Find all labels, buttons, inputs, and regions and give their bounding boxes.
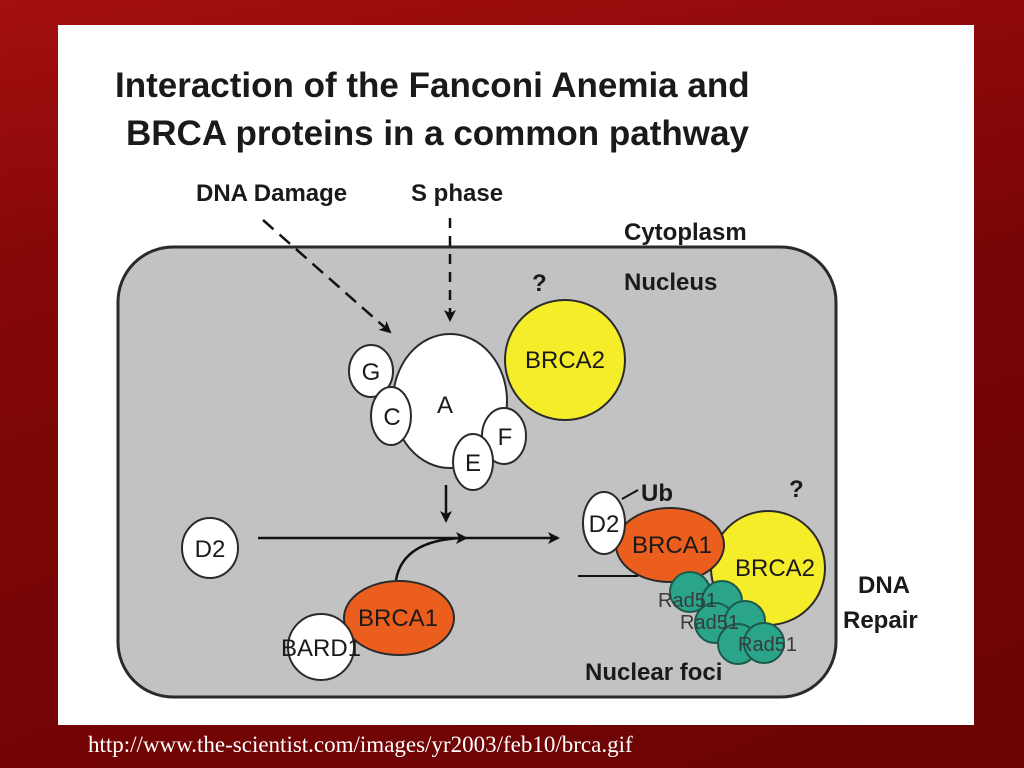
brca1-left-label: BRCA1 [358, 605, 438, 632]
fa-g-label: G [362, 359, 381, 386]
fa-e-label: E [465, 450, 481, 477]
d2-foci-label: D2 [589, 511, 620, 538]
bard1-label: BARD1 [281, 635, 361, 662]
fa-protein-g [348, 344, 394, 398]
dna-damage-arrow [262, 219, 392, 334]
rad51-label-3: Rad51 [738, 634, 797, 656]
figure-panel: Interaction of the Fanconi Anemia and BR… [58, 25, 974, 725]
diagram-title-line-1: Interaction of the Fanconi Anemia and [115, 66, 750, 105]
fa-protein-c [370, 386, 412, 446]
brca1-foci-label: BRCA1 [632, 532, 712, 559]
brca1-to-pathway-curve [394, 536, 464, 581]
fa-f-label: F [498, 424, 513, 451]
fa-c-label: C [383, 404, 400, 431]
bard1-protein [287, 613, 355, 681]
cytoplasm-label: Cytoplasm [624, 219, 747, 246]
s-phase-label: S phase [411, 180, 503, 207]
d2-protein-left [181, 517, 239, 579]
dna-repair-label-line-1: DNA [858, 572, 910, 599]
fa-protein-e [452, 433, 494, 491]
rad51-label-2: Rad51 [680, 612, 739, 634]
rad51-protein-6 [743, 622, 785, 664]
brca1-protein-left [343, 580, 455, 656]
dna-repair-label-line-2: Repair [843, 607, 918, 634]
diagram-title-line-2: BRCA proteins in a common pathway [126, 114, 749, 153]
dna-damage-label: DNA Damage [196, 180, 347, 207]
brca2-protein-top [504, 299, 626, 421]
brca2-top-label: BRCA2 [525, 347, 605, 374]
brca2-question-mark: ? [532, 270, 547, 297]
brca2-foci-label: BRCA2 [735, 555, 815, 582]
nucleus-label: Nucleus [624, 269, 717, 296]
pathway-diagram: Interaction of the Fanconi Anemia and BR… [115, 66, 918, 699]
nuclear-foci-label: Nuclear foci [585, 659, 722, 686]
fa-a-label: A [437, 392, 453, 419]
ub-linker [621, 489, 639, 500]
rad51-label-1: Rad51 [658, 590, 717, 612]
ub-label: Ub [641, 480, 673, 507]
d2-left-label: D2 [195, 536, 226, 563]
source-url-text: http://www.the-scientist.com/images/yr20… [88, 732, 633, 757]
d2-protein-foci [582, 491, 626, 555]
brca2-foci-question-mark: ? [789, 476, 804, 503]
